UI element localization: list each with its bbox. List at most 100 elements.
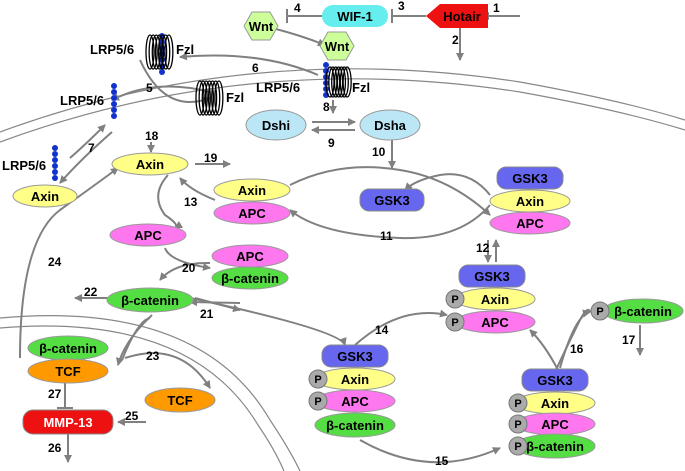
dshi-label: Dshi: [262, 118, 290, 133]
bcat-c3: β-catenin: [314, 412, 396, 438]
apc-c3: APC: [314, 389, 396, 413]
arrow-7: [69, 124, 106, 159]
svg-text:P: P: [514, 398, 521, 410]
gsk3-c4-label: GSK3: [537, 373, 572, 388]
step-5: 5: [146, 81, 153, 95]
arrow-24: [19, 167, 119, 359]
gsk3-c2-label: GSK3: [474, 269, 509, 284]
gsk3-free: GSK3: [359, 188, 425, 212]
step-19: 19: [204, 151, 218, 165]
step-13: 13: [184, 195, 198, 209]
step-2: 2: [452, 33, 459, 47]
step-24: 24: [48, 255, 62, 269]
step-21: 21: [200, 307, 214, 321]
svg-text:P: P: [314, 396, 321, 408]
apc-free-label: APC: [134, 228, 162, 243]
bcat-complex2: β-catenin: [211, 266, 289, 290]
step-15: 15: [435, 454, 449, 468]
arrow-15: [359, 439, 501, 464]
svg-text:P: P: [314, 374, 321, 386]
axin-top-label: Axin: [136, 157, 164, 172]
tcf-free-label: TCF: [167, 393, 192, 408]
gsk3-c3: GSK3: [321, 344, 389, 368]
fzl-helix-membrane: [325, 66, 352, 98]
mmp13-label: MMP-13: [43, 415, 92, 430]
apc-complex1: APC: [213, 201, 291, 225]
p-axin-c4: P: [508, 393, 528, 413]
step-17: 17: [622, 333, 636, 347]
step-numbers: 1234567891011121314151617181920212223242…: [48, 0, 636, 468]
step-14: 14: [375, 323, 389, 337]
apc-complex2: APC: [211, 244, 289, 268]
wnt-top-label: Wnt: [249, 19, 274, 34]
lrp-label-mid: LRP5/6: [60, 93, 104, 108]
hotair-node: Hotair: [426, 4, 488, 28]
lrp-label-membrane: LRP5/6: [256, 80, 300, 95]
axin-c2: Axin: [454, 287, 536, 311]
svg-text:P: P: [451, 317, 458, 329]
bcat-p: β-catenin: [602, 298, 684, 324]
step-16: 16: [570, 342, 584, 356]
bcat-free: β-catenin: [106, 287, 194, 313]
step-1: 1: [493, 1, 500, 15]
step-6: 6: [252, 61, 259, 75]
p-apc-c2: P: [445, 312, 465, 332]
step-25: 25: [125, 409, 139, 423]
p-bcat-c4: P: [508, 436, 528, 456]
bcat-nuclear: β-catenin: [27, 335, 109, 361]
hotair-label: Hotair: [443, 9, 481, 24]
gsk3-c3-label: GSK3: [337, 349, 372, 364]
bcat-c4: β-catenin: [514, 433, 596, 459]
bcat-c4-label: β-catenin: [526, 439, 584, 454]
wnt-top-node: Wnt: [243, 11, 279, 41]
svg-text:P: P: [514, 419, 521, 431]
apc-c2-label: APC: [481, 315, 509, 330]
lrp-label-left: LRP5/6: [2, 158, 46, 173]
bcat-c3-label: β-catenin: [326, 418, 384, 433]
bcat-p-label: β-catenin: [614, 304, 672, 319]
p-axin-c2: P: [445, 289, 465, 309]
step-22: 22: [84, 285, 98, 299]
wnt-mid-label: Wnt: [325, 39, 350, 54]
step-4: 4: [294, 1, 301, 15]
fzl-label-top: Fzl: [176, 42, 194, 57]
fzl-helix-top: [145, 34, 174, 70]
tcf-bound-label: TCF: [55, 364, 80, 379]
gsk3-c4: GSK3: [521, 368, 589, 392]
step-26: 26: [48, 441, 62, 455]
axin-complex1-label: Axin: [238, 183, 266, 198]
apc-c3-label: APC: [341, 394, 369, 409]
axin-c2-label: Axin: [481, 292, 509, 307]
apc-c2: APC: [454, 310, 536, 334]
p-apc-c3: P: [308, 391, 328, 411]
step-27: 27: [48, 387, 62, 401]
axin-c3-label: Axin: [341, 372, 369, 387]
tcf-bound: TCF: [27, 358, 109, 384]
step-20: 20: [182, 261, 196, 275]
dsha-node: Dsha: [359, 109, 421, 141]
dsha-label: Dsha: [374, 118, 407, 133]
arrow-5: [139, 59, 211, 105]
apc-complex2-label: APC: [236, 249, 264, 264]
step-8: 8: [323, 100, 330, 114]
arrow-6: [179, 52, 319, 76]
step-18: 18: [145, 129, 159, 143]
axin-left-label: Axin: [31, 189, 59, 204]
arrows: [19, 9, 644, 464]
step-10: 10: [372, 145, 386, 159]
protein-nodes: AxinAxinAxinAPCAPCAPCβ-cateninGSK3GSK3Ax…: [12, 152, 684, 459]
bcat-complex2-label: β-catenin: [221, 271, 279, 286]
p-bcat: P: [590, 301, 610, 321]
fzl-label-mid: Fzl: [226, 90, 244, 105]
step-9: 9: [328, 136, 335, 150]
axin-c1-label: Axin: [516, 194, 544, 209]
arrow-20: [164, 247, 211, 271]
svg-text:P: P: [596, 306, 603, 318]
arrow-14: [189, 297, 347, 346]
gsk3-free-label: GSK3: [374, 193, 409, 208]
svg-text:P: P: [514, 441, 521, 453]
mmp13: MMP-13: [22, 409, 114, 435]
lrp-beads-left: [52, 145, 58, 181]
axin-c4: Axin: [514, 391, 596, 415]
lrp-label-top: LRP5/6: [90, 42, 134, 57]
